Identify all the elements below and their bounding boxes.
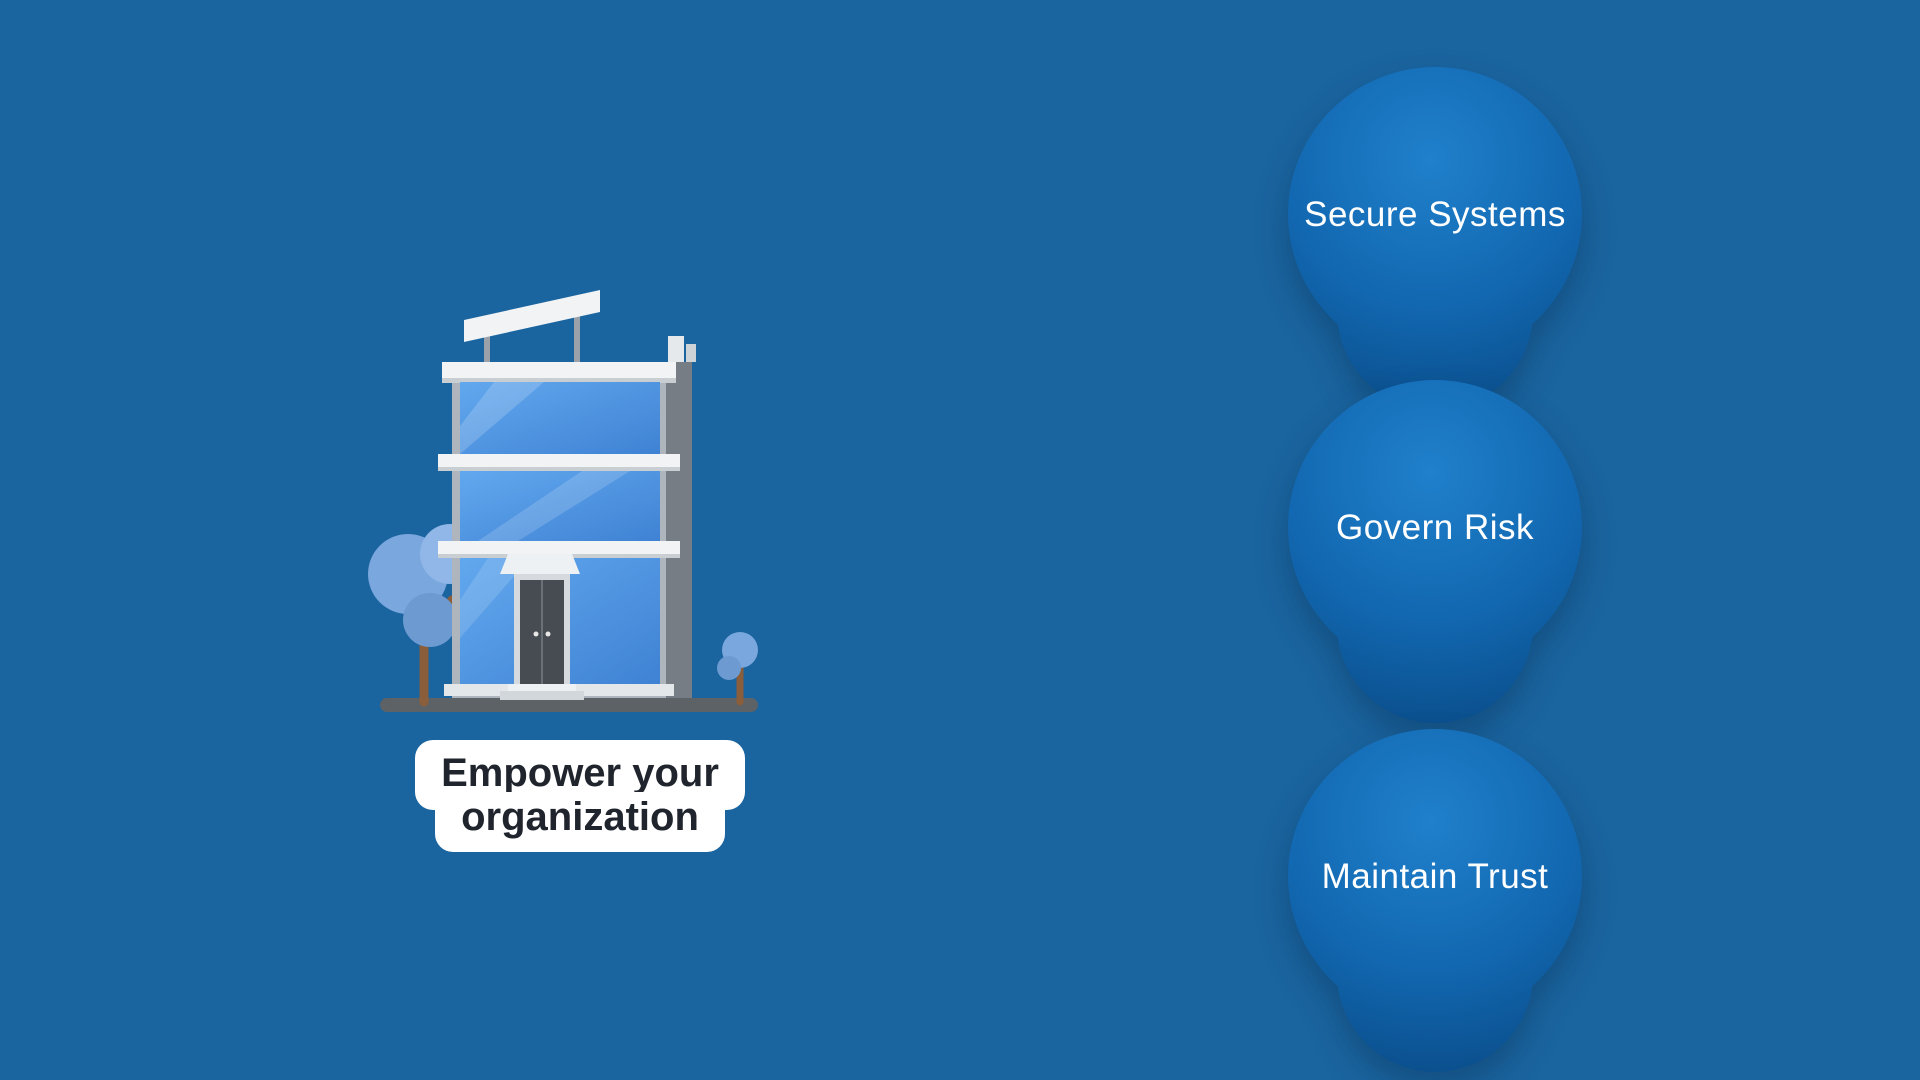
right-tree-icon — [717, 632, 758, 706]
bubble-govern-risk: Govern Risk — [1280, 377, 1590, 747]
bubble-label-secure-systems: Secure Systems — [1304, 195, 1566, 234]
entrance-door — [500, 554, 580, 684]
bubble-secure-systems: Secure Systems — [1280, 64, 1590, 434]
office-building-illustration — [368, 278, 768, 728]
entrance-steps — [500, 684, 584, 700]
bubble-blob-shape: Maintain Trust — [1288, 729, 1582, 1072]
rooftop-units — [668, 336, 696, 362]
bubble-label-govern-risk: Govern Risk — [1336, 508, 1534, 547]
window-band-2 — [460, 471, 660, 541]
empower-organization-label: Empower your organization — [415, 740, 745, 852]
caption-line-2: organization — [435, 792, 725, 852]
building-body — [438, 290, 696, 700]
office-building-icon — [368, 290, 758, 712]
window-band-1 — [460, 382, 660, 454]
bubble-label-maintain-trust: Maintain Trust — [1322, 857, 1549, 896]
bubble-maintain-trust: Maintain Trust — [1280, 726, 1590, 1080]
ground-strip — [380, 698, 758, 712]
rooftop-sign — [464, 290, 600, 364]
bubble-blob-shape: Secure Systems — [1288, 67, 1582, 410]
bubble-blob-shape: Govern Risk — [1288, 380, 1582, 723]
